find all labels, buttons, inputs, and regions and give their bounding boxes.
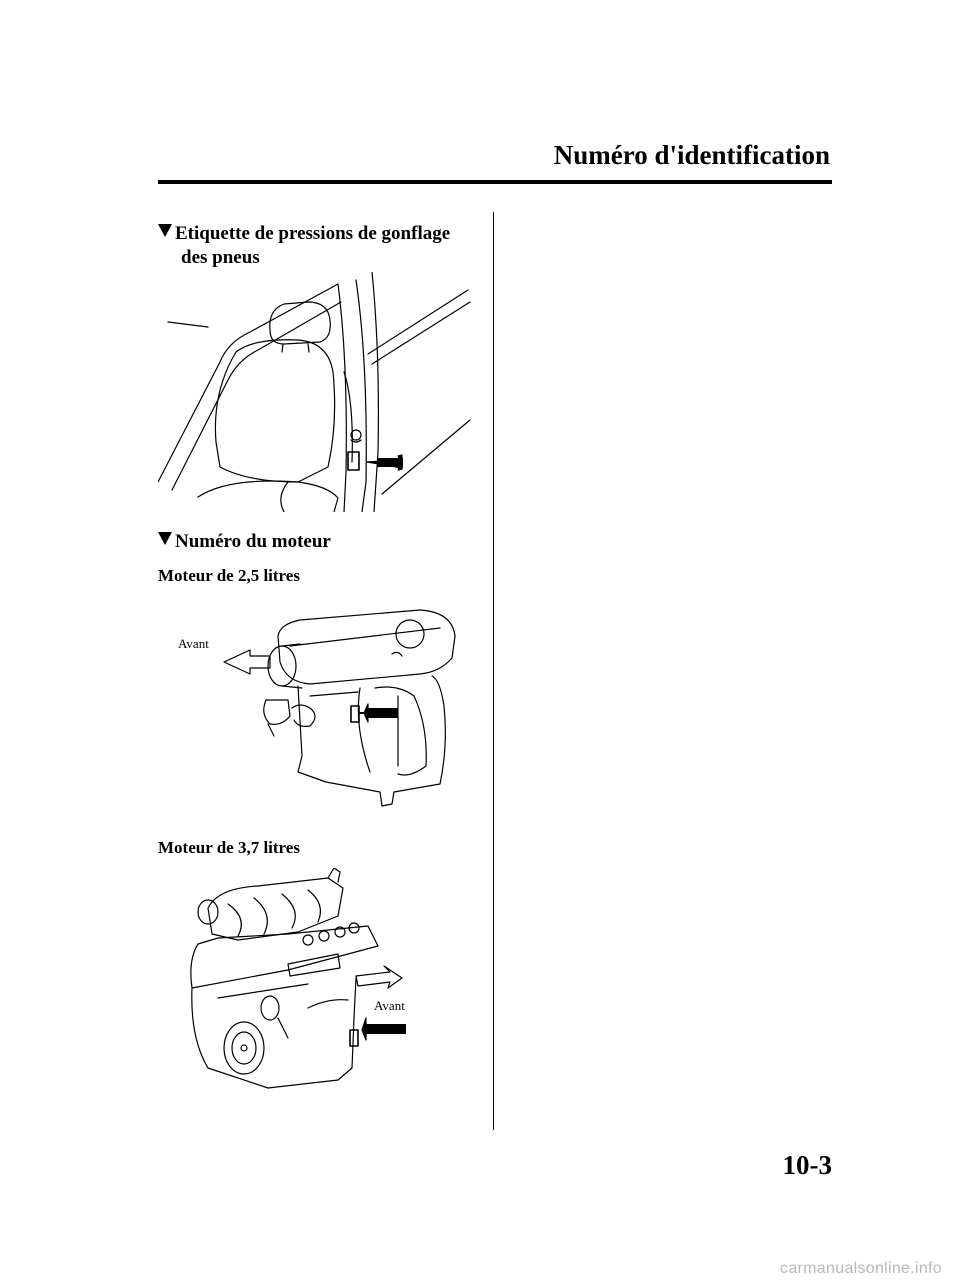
column-divider <box>493 212 494 1130</box>
engine-25-figure: Avant <box>170 596 470 816</box>
triangle-bullet-icon <box>158 532 172 545</box>
tire-label-heading: Etiquette de pressions de gonflage des p… <box>158 222 450 270</box>
header-rule <box>158 180 832 184</box>
triangle-bullet-icon <box>158 224 172 237</box>
engine-25-label: Moteur de 2,5 litres <box>158 566 300 585</box>
engine-number-heading: Numéro du moteur <box>158 530 331 554</box>
tire-label-heading-line2: des pneus <box>181 247 260 268</box>
watermark-link[interactable]: carmanualsonline.info <box>780 1260 942 1277</box>
engine-number-heading-text: Numéro du moteur <box>175 531 331 552</box>
engine-37-front-label: Avant <box>374 998 405 1013</box>
tire-label-location-figure <box>158 272 478 512</box>
engine-25-front-label: Avant <box>178 636 209 651</box>
page-header-title: Numéro d'identification <box>553 140 830 170</box>
engine-37-label: Moteur de 3,7 litres <box>158 838 300 857</box>
engine-37-figure: Avant <box>178 868 438 1098</box>
tire-label-heading-line1: Etiquette de pressions de gonflage <box>175 223 451 244</box>
page-number: 10-3 <box>782 1150 833 1180</box>
